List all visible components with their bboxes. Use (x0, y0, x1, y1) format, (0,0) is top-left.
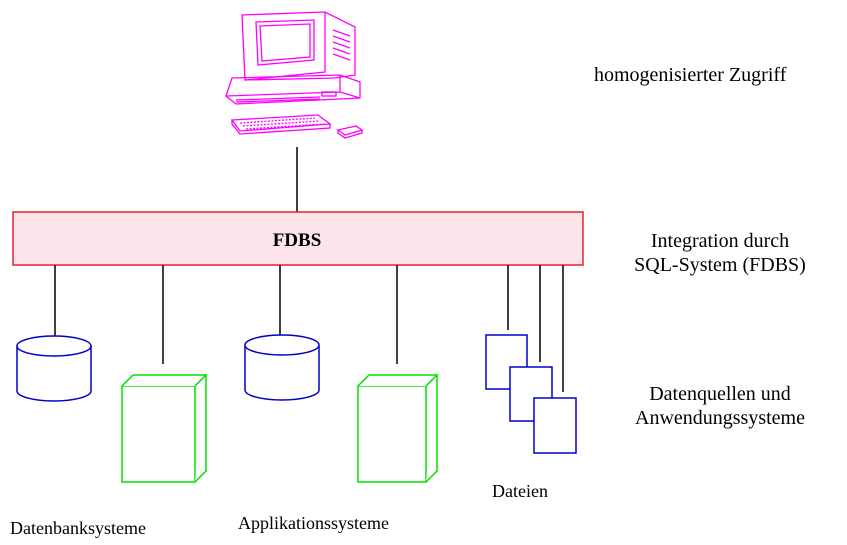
computer-icon (225, 11, 364, 139)
sources-label: Datenquellen und Anwendungssysteme (606, 383, 834, 430)
files-label: Dateien (492, 481, 548, 501)
fdbs-label: FDBS (273, 230, 322, 251)
sources-label-line1: Datenquellen und (649, 383, 791, 405)
file-icon (509, 366, 553, 422)
application-box-icon (357, 374, 439, 483)
databases-label: Datenbanksysteme (10, 518, 146, 538)
applications-label: Applikationssysteme (238, 513, 389, 533)
integration-label: Integration durch SQL-System (FDBS) (606, 230, 834, 277)
application-box-icon (121, 374, 208, 483)
access-label: homogenisierter Zugriff (594, 64, 787, 86)
integration-label-line1: Integration durch (650, 230, 790, 252)
connector-lines (54, 265, 564, 392)
database-icon (16, 335, 92, 402)
fdbs-box (12, 211, 584, 266)
database-icon (244, 334, 320, 401)
integration-label-line2: SQL-System (FDBS) (634, 253, 806, 276)
file-icon (533, 397, 577, 454)
sources-label-line2: Anwendungssysteme (635, 406, 805, 429)
